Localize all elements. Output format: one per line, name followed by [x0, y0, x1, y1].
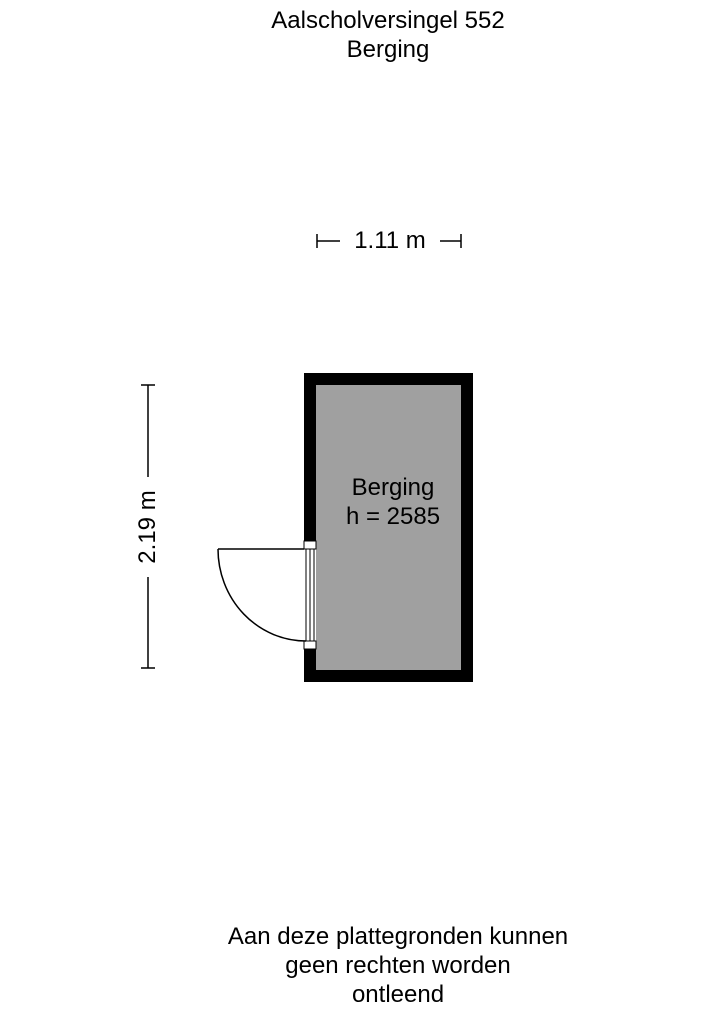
disclaimer-line-3: ontleend [351, 981, 445, 1008]
height-dimension-label: 2.19 m [133, 477, 163, 577]
room-label: Berging h = 2585 [318, 473, 468, 531]
door-jamb-bottom [303, 640, 317, 650]
room-height: h = 2585 [345, 503, 441, 530]
door [217, 540, 317, 650]
disclaimer: Aan deze plattegronden kunnen geen recht… [98, 922, 698, 1009]
disclaimer-line-1: Aan deze plattegronden kunnen [227, 923, 569, 950]
door-swing-arc [217, 548, 307, 642]
room-floor [316, 385, 461, 670]
room-name: Berging [351, 474, 435, 501]
width-dimension-label: 1.11 m [340, 226, 440, 256]
disclaimer-line-2: geen rechten worden [285, 952, 511, 979]
address-text: Aalscholversingel 552 [271, 7, 505, 34]
door-jamb-top [303, 540, 317, 550]
plan-title: Aalscholversingel 552 Berging [0, 6, 720, 64]
floor-name-text: Berging [346, 36, 430, 63]
